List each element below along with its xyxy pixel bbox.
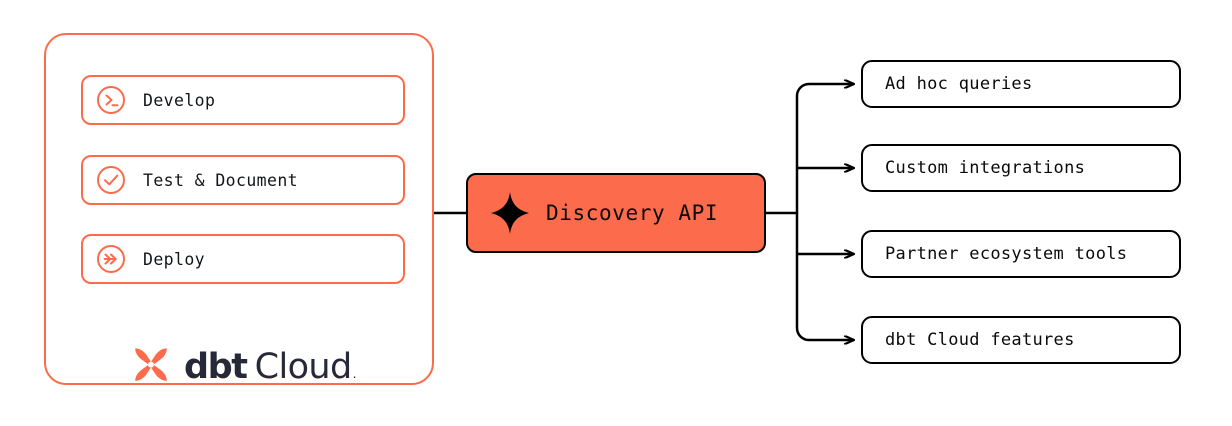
consumer-box-partner-ecosystem-tools[interactable]: Partner ecosystem tools bbox=[861, 230, 1181, 278]
wordmark-trademark-dot: . bbox=[352, 367, 357, 381]
stage-item-develop[interactable]: Develop bbox=[81, 75, 405, 125]
stage-label-deploy: Deploy bbox=[143, 249, 206, 269]
sparkle-star-icon bbox=[491, 192, 529, 234]
discovery-api-node[interactable]: Discovery API bbox=[466, 173, 766, 253]
dbt-cloud-wordmark: dbt Cloud . bbox=[184, 347, 356, 387]
wordmark-dbt: dbt bbox=[184, 347, 248, 387]
dbt-x-mark-icon bbox=[135, 348, 167, 381]
discovery-api-label: Discovery API bbox=[546, 201, 719, 225]
consumer-label-custom-integrations: Custom integrations bbox=[885, 158, 1086, 178]
consumer-label-dbt-cloud-features: dbt Cloud features bbox=[885, 330, 1075, 350]
stage-item-deploy[interactable]: Deploy bbox=[81, 234, 405, 284]
consumer-box-custom-integrations[interactable]: Custom integrations bbox=[861, 144, 1181, 192]
consumer-box-ad-hoc-queries[interactable]: Ad hoc queries bbox=[861, 60, 1181, 108]
connector-trunk bbox=[795, 82, 811, 215]
stage-label-develop: Develop bbox=[143, 90, 216, 110]
double-chevron-right-icon bbox=[97, 245, 125, 273]
stage-item-test-document[interactable]: Test & Document bbox=[81, 155, 405, 205]
connector-trunk-lower bbox=[795, 211, 811, 342]
consumer-box-dbt-cloud-features[interactable]: dbt Cloud features bbox=[861, 316, 1181, 364]
consumer-label-partner-ecosystem-tools: Partner ecosystem tools bbox=[885, 244, 1128, 264]
wordmark-cloud: Cloud bbox=[254, 347, 353, 387]
stage-label-test-document: Test & Document bbox=[143, 170, 299, 190]
dbt-cloud-logo: dbt Cloud . bbox=[128, 341, 356, 393]
check-circle-icon bbox=[97, 166, 125, 194]
terminal-prompt-icon bbox=[97, 86, 125, 114]
consumer-label-ad-hoc-queries: Ad hoc queries bbox=[885, 74, 1033, 94]
dbt-cloud-panel: Develop Test & Document Deploy bbox=[44, 33, 434, 387]
